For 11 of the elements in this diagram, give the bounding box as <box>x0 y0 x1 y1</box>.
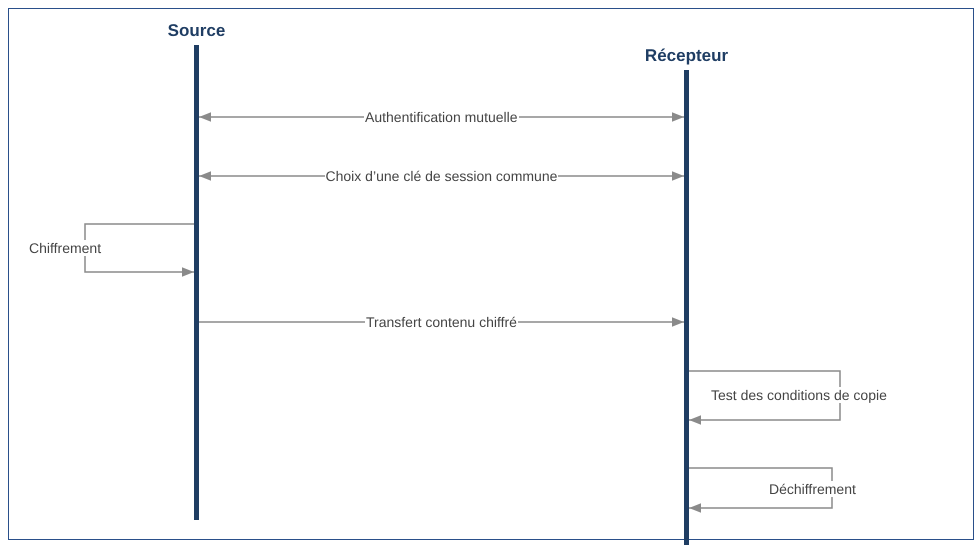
edge-label: Chiffrement <box>28 240 102 256</box>
self-message-arrow <box>689 467 833 513</box>
edge-label: Choix d’une clé de session commune <box>324 168 558 184</box>
self-message-arrow <box>84 223 194 277</box>
participant-label: Récepteur <box>644 46 728 66</box>
edge-label: Transfert contenu chiffré <box>365 314 518 330</box>
self-message-arrow <box>689 370 841 425</box>
edge-label: Test des conditions de copie <box>710 387 888 403</box>
edge-label: Déchiffrement <box>768 481 857 497</box>
edge-label: Authentification mutuelle <box>364 109 519 125</box>
participant-label: Source <box>168 21 226 41</box>
